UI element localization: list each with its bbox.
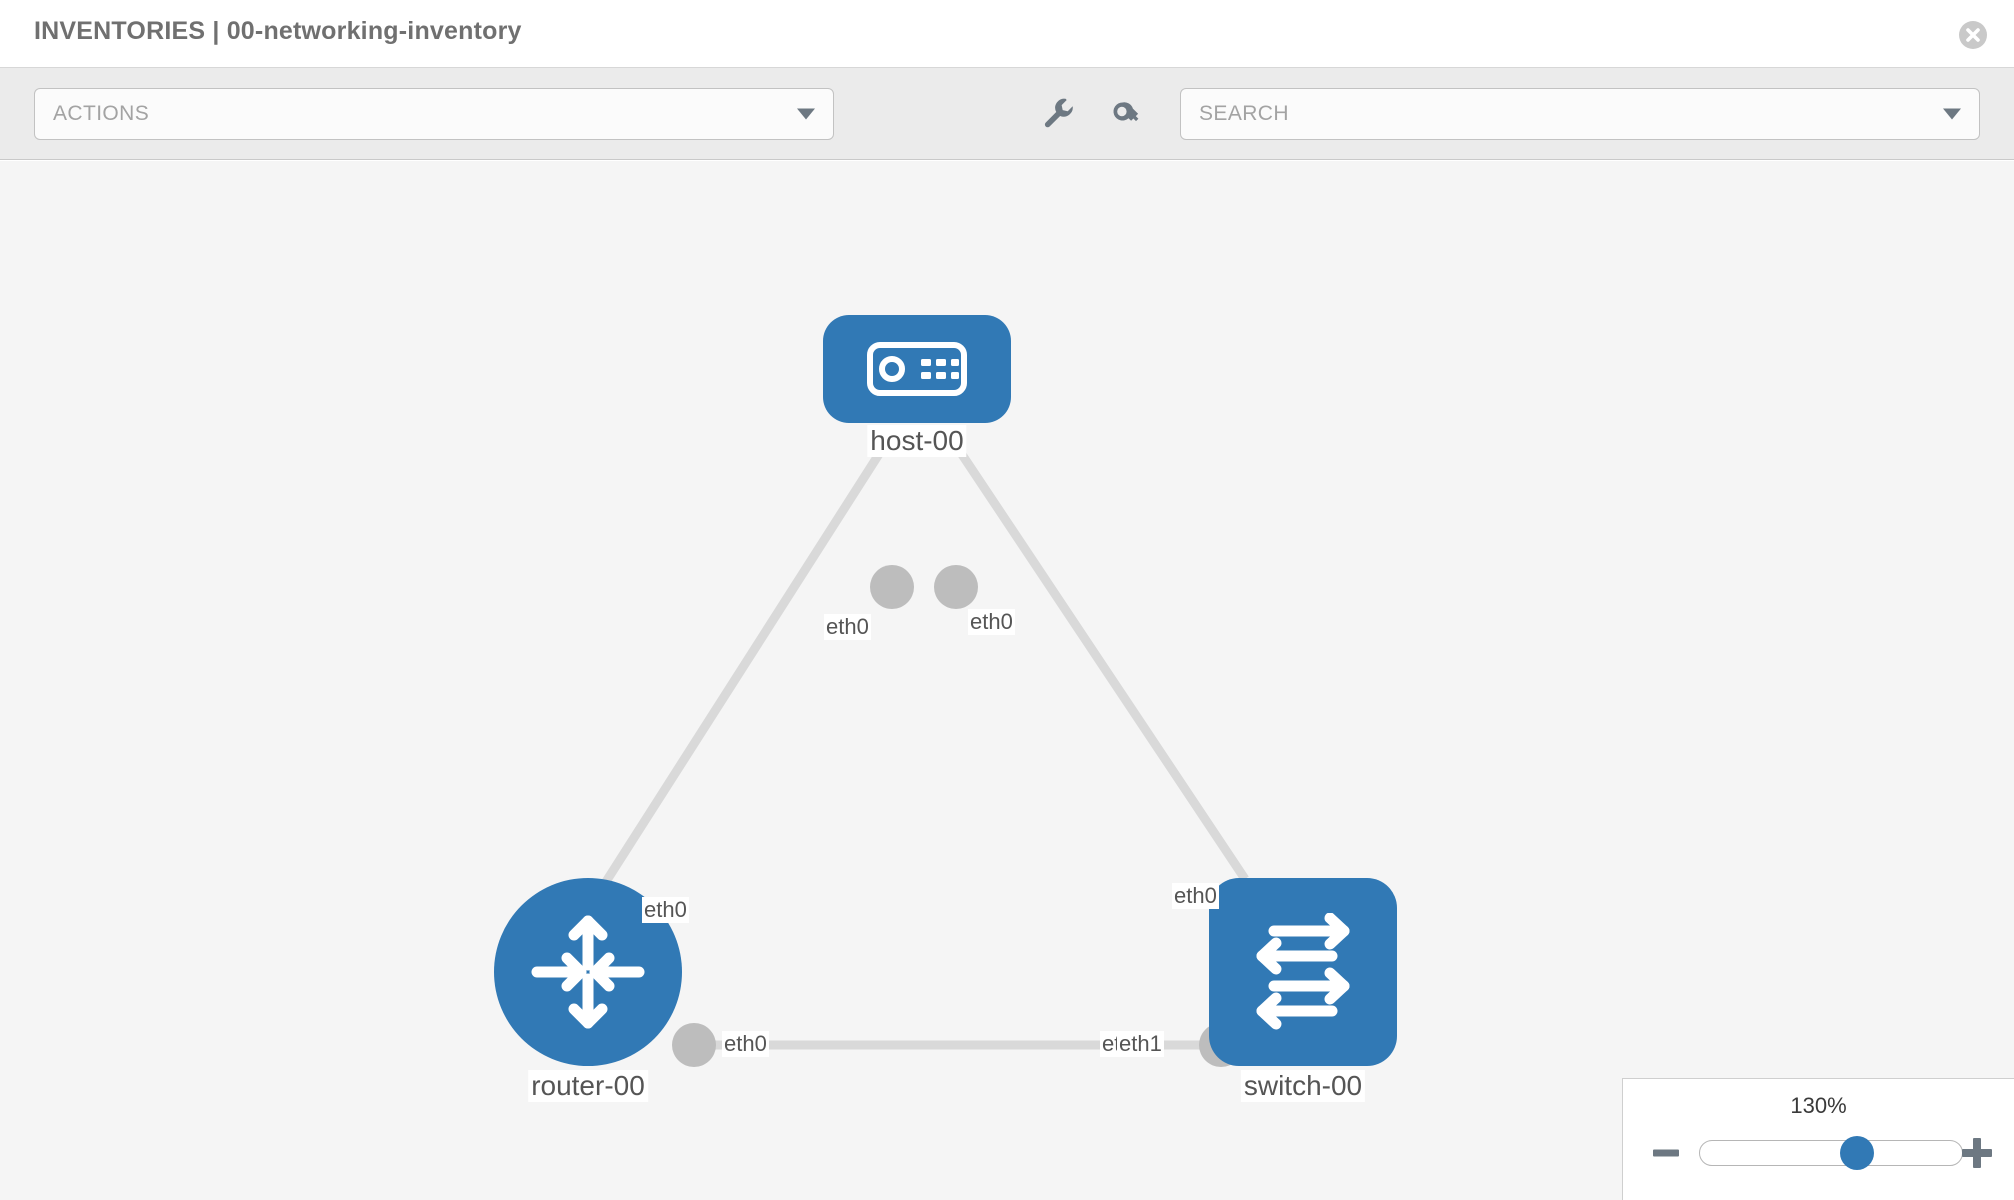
- edge-host-router: [596, 426, 899, 894]
- zoom-control-panel: 130%: [1622, 1078, 2014, 1200]
- zoom-slider-row: [1623, 1131, 2014, 1175]
- page-title: INVENTORIES | 00-networking-inventory: [34, 17, 522, 45]
- chevron-down-icon: [1943, 108, 1961, 120]
- node-host-00-shape: [823, 315, 1011, 423]
- edge-label-switch-eth0-diag: eth0: [1172, 883, 1219, 910]
- zoom-out-button[interactable]: [1653, 1149, 1679, 1157]
- node-switch-00[interactable]: switch-00: [1209, 878, 1397, 1103]
- zoom-level-value: 130%: [1790, 1093, 1847, 1118]
- page-header: INVENTORIES | 00-networking-inventory: [0, 0, 2014, 68]
- zoom-slider[interactable]: [1699, 1136, 1963, 1170]
- zoom-slider-thumb[interactable]: [1840, 1136, 1875, 1170]
- server-device-icon: [867, 342, 967, 396]
- four-arrows-icon: [531, 915, 645, 1029]
- node-host-00[interactable]: host-00: [823, 315, 1011, 458]
- edge-label-host-eth0-left: eth0: [824, 614, 871, 641]
- topology-canvas[interactable]: host-00: [0, 161, 2014, 1200]
- close-icon[interactable]: [1958, 20, 1988, 50]
- search-input[interactable]: SEARCH: [1180, 88, 1980, 140]
- topology-graph: host-00: [0, 161, 2014, 1200]
- actions-dropdown[interactable]: ACTIONS: [34, 88, 834, 140]
- toolbar: ACTIONS SEARCH: [0, 68, 2014, 160]
- connector-host-eth0-left[interactable]: [870, 565, 914, 609]
- wrench-icon[interactable]: [1040, 94, 1080, 134]
- connector-router-eth0[interactable]: [672, 1023, 716, 1067]
- node-router-00-label: router-00: [528, 1070, 648, 1103]
- zoom-in-button[interactable]: [1962, 1138, 1992, 1168]
- edge-label-switch-eth1: eth1: [1117, 1031, 1164, 1058]
- node-host-00-label: host-00: [867, 425, 967, 458]
- switch-arrows-icon: [1256, 913, 1350, 1030]
- edge-label-router-eth0: eth0: [722, 1031, 769, 1058]
- node-router-00[interactable]: router-00: [494, 878, 682, 1103]
- actions-dropdown-label: ACTIONS: [53, 102, 150, 125]
- chevron-down-icon: [797, 108, 815, 120]
- node-router-00-shape: [494, 878, 682, 1066]
- node-switch-00-shape: [1209, 878, 1397, 1066]
- edge-host-switch: [941, 426, 1249, 882]
- key-icon[interactable]: [1108, 94, 1148, 134]
- node-switch-00-label: switch-00: [1240, 1070, 1366, 1103]
- edge-label-router-eth0-diag: eth0: [642, 897, 689, 924]
- connector-host-eth0-right[interactable]: [934, 565, 978, 609]
- edge-label-host-eth0-right: eth0: [968, 609, 1015, 636]
- search-placeholder: SEARCH: [1199, 102, 1289, 125]
